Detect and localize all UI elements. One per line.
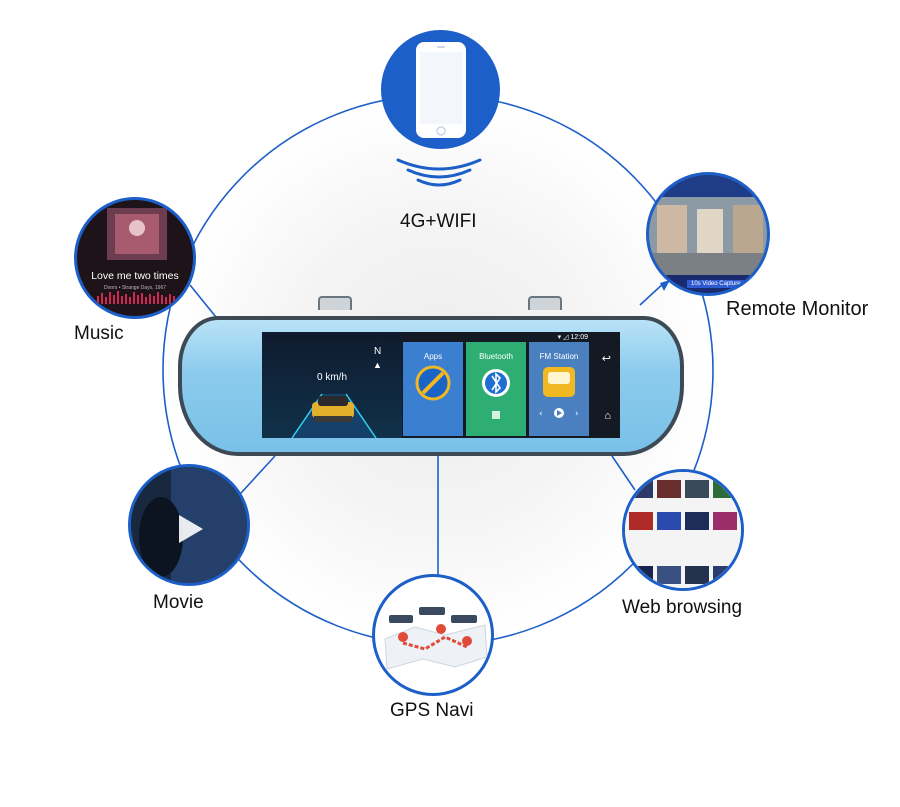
song-title: Love me two times	[91, 270, 179, 282]
phone-circle	[381, 30, 500, 149]
back-icon[interactable]: ↩	[601, 353, 611, 365]
road-graphic	[291, 393, 377, 438]
label-wifi: 4G+WIFI	[400, 211, 477, 232]
map-route-icon	[384, 607, 488, 670]
svg-text:›: ›	[575, 409, 579, 419]
apps-icon	[415, 365, 451, 401]
tile-fm[interactable]: FM Station ‹ ›	[529, 342, 589, 436]
capture-caption: 10s Video Capture	[687, 280, 745, 288]
tile-bluetooth[interactable]: Bluetooth	[466, 342, 526, 436]
clock: 12:09	[570, 334, 588, 341]
route-pin-mid	[436, 624, 446, 634]
album-art	[97, 208, 175, 304]
music-circle[interactable]: Love me two times Doors • Strange Days, …	[74, 197, 196, 319]
song-subtitle: Doors • Strange Days, 1967	[103, 285, 167, 291]
nav-panel[interactable]: N ▲ 0 km/h	[262, 332, 402, 438]
remote-monitor-circle[interactable]: 10s Video Capture	[646, 172, 770, 296]
wifi-status-icon: ▾ ◿	[557, 334, 571, 341]
status-bar: ▾ ◿ 12:09	[558, 333, 588, 341]
tile-fm-label: FM Station	[539, 352, 579, 361]
phone-icon	[416, 42, 466, 138]
tile-apps-label: Apps	[423, 352, 443, 361]
line-remote	[639, 281, 666, 306]
route-pin-end	[462, 636, 472, 646]
waveform	[97, 291, 175, 304]
label-movie: Movie	[153, 592, 204, 613]
label-remote: Remote Monitor	[726, 298, 869, 320]
bluetooth-icon	[482, 369, 510, 419]
compass-letter: N	[374, 346, 382, 357]
home-icon[interactable]: ⌂	[604, 410, 611, 422]
svg-text:‹: ‹	[539, 409, 543, 419]
label-web: Web browsing	[622, 597, 743, 618]
line-web	[611, 455, 636, 491]
tile-bluetooth-label: Bluetooth	[479, 352, 513, 361]
label-gps: GPS Navi	[390, 700, 474, 721]
route-pin-start	[398, 632, 408, 642]
speed-readout: 0 km/h	[317, 372, 348, 383]
movie-circle[interactable]	[128, 464, 250, 586]
line-music	[189, 284, 221, 323]
compass-arrow-icon: ▲	[373, 360, 382, 370]
mirror-clip-right	[528, 296, 562, 310]
gps-circle[interactable]	[372, 574, 494, 696]
wifi-signal-icon	[396, 158, 482, 187]
mirror-clip-left	[318, 296, 352, 310]
label-music: Music	[74, 323, 124, 344]
play-icon	[179, 515, 203, 543]
radio-icon: ‹ ›	[539, 367, 579, 419]
web-circle[interactable]	[622, 469, 744, 591]
tile-apps[interactable]: Apps	[403, 342, 463, 436]
arrow-remote	[660, 280, 670, 291]
mirror-screen: ▾ ◿ 12:09 N ▲ 0 km/h Apps	[262, 332, 620, 438]
car-icon	[312, 396, 354, 422]
